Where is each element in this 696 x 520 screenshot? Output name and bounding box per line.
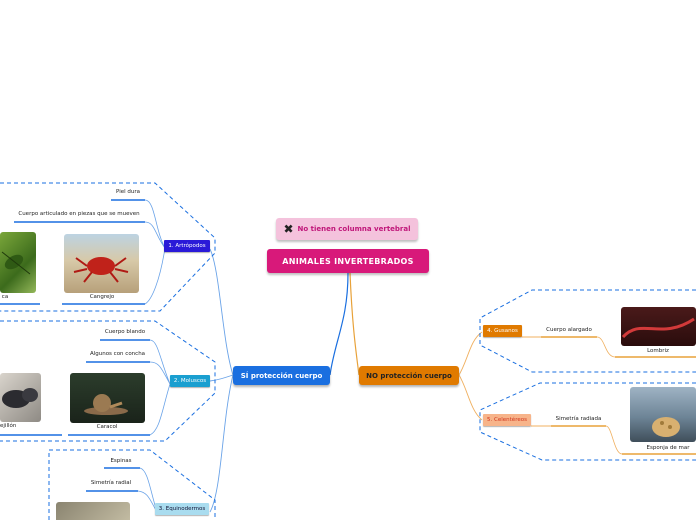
caption-mejillon: ejillón	[0, 423, 17, 429]
root-node[interactable]: ANIMALES INVERTEBRADOS	[267, 249, 429, 273]
feature-cuerpo-articulado[interactable]: Cuerpo articulado en piezas que se mueve…	[18, 211, 140, 217]
category-moluscos[interactable]: 2. Moluscos	[170, 375, 210, 387]
category-gusanos[interactable]: 4. Gusanos	[483, 325, 522, 337]
category-celentereos[interactable]: 5. Celentéreos	[483, 414, 531, 426]
branch-si-proteccion[interactable]: SÍ protección cuerpo	[233, 366, 330, 385]
earthworm-image	[621, 307, 696, 346]
note-no-spine[interactable]: ✖ No tienen columna vertebral	[276, 218, 418, 240]
note-label: No tienen columna vertebral	[297, 225, 411, 233]
feature-simetria-radiada[interactable]: Simetría radiada	[555, 416, 602, 422]
snail-image	[70, 373, 145, 423]
caption-lombriz: Lombriz	[647, 348, 669, 354]
insect-image	[0, 232, 36, 293]
feature-cuerpo-blando[interactable]: Cuerpo blando	[104, 329, 146, 335]
feature-simetria-radial[interactable]: Simetría radial	[90, 480, 132, 486]
caption-insect: ca	[1, 294, 9, 300]
branch-no-proteccion[interactable]: NO protección cuerpo	[359, 366, 459, 385]
feature-piel-dura[interactable]: Piel dura	[116, 189, 140, 195]
feature-algunos-concha[interactable]: Algunos con concha	[89, 351, 146, 357]
starfish-image	[56, 502, 130, 520]
close-icon[interactable]: ✖	[283, 222, 294, 236]
category-artropodos[interactable]: 1. Artrópodos	[164, 240, 210, 252]
category-equinodermos[interactable]: 3. Equinodermos	[155, 503, 209, 515]
mussel-image	[0, 373, 41, 422]
feature-espinas[interactable]: Espinas	[110, 458, 132, 464]
sponge-image	[630, 387, 696, 442]
caption-cangrejo: Cangrejo	[89, 294, 115, 300]
caption-esponja: Esponja de mar	[646, 445, 690, 451]
feature-cuerpo-alargado[interactable]: Cuerpo alargado	[546, 327, 592, 333]
crab-image	[64, 234, 139, 293]
caption-caracol: Caracol	[96, 424, 118, 430]
